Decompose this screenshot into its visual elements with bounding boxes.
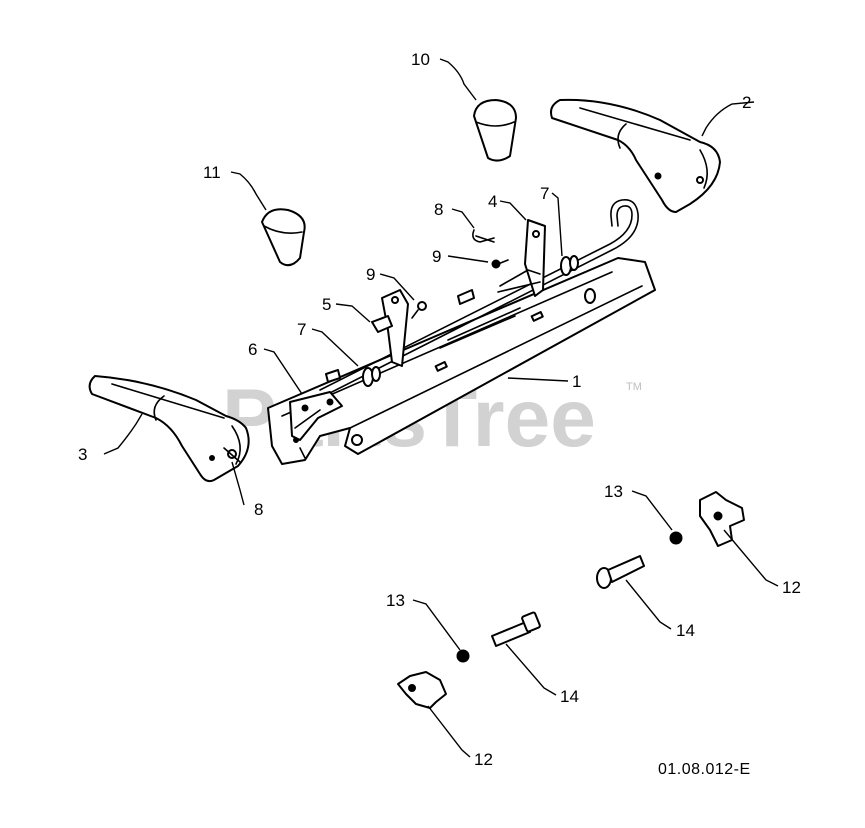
knob-11-part[interactable]: [261, 208, 306, 267]
star-knob-lower-part[interactable]: [397, 671, 447, 709]
left-lever-plate-part[interactable]: [381, 289, 409, 367]
bracket-tabs: [325, 289, 475, 383]
callout-12-upper: 12: [782, 578, 801, 597]
callout-labels: 10 2 11 8 4 7 9 9 5 7 6 1 3 8 13 12 13 1…: [78, 50, 801, 769]
right-handle-part[interactable]: [550, 98, 721, 213]
callout-14-upper: 14: [676, 621, 695, 640]
callout-5: 5: [322, 295, 331, 314]
trademark-text: TM: [626, 381, 642, 393]
callout-14-lower: 14: [560, 687, 579, 706]
knob-10-part[interactable]: [473, 99, 517, 162]
callout-4: 4: [488, 192, 497, 211]
bolt-lower-part[interactable]: [411, 301, 427, 319]
control-shaft-part[interactable]: [319, 198, 639, 399]
callout-13-upper: 13: [604, 482, 623, 501]
callout-12-lower: 12: [474, 750, 493, 769]
figure-code: 01.08.012-E: [658, 761, 751, 778]
callout-11: 11: [203, 163, 221, 182]
nut-upper-part[interactable]: [669, 531, 683, 545]
callout-13-lower: 13: [386, 591, 405, 610]
callout-8-upper: 8: [434, 200, 443, 219]
callout-6: 6: [248, 340, 257, 359]
carriage-bolt-lower-part[interactable]: [491, 611, 541, 647]
callout-9-lower: 9: [366, 265, 375, 284]
callout-2: 2: [742, 93, 751, 112]
left-handle-part[interactable]: [88, 375, 250, 483]
callout-3: 3: [78, 445, 87, 464]
bolt-upper-part[interactable]: [491, 259, 509, 269]
callout-8-lower: 8: [254, 500, 263, 519]
nut-lower-part[interactable]: [456, 649, 470, 663]
cotter-pin-upper-part[interactable]: [472, 229, 495, 243]
star-knob-upper-part[interactable]: [699, 491, 745, 547]
callout-9-upper: 9: [432, 247, 441, 266]
carriage-bolt-upper-part[interactable]: [596, 555, 645, 589]
leader-lines: [103, 58, 779, 758]
callout-1: 1: [572, 372, 581, 391]
right-lever-plate-part[interactable]: [497, 219, 546, 297]
pivot-bracket-part[interactable]: [289, 391, 343, 441]
callout-7-upper: 7: [540, 184, 549, 203]
washer-left-part[interactable]: [362, 366, 381, 387]
washer-right-part[interactable]: [560, 255, 579, 276]
callout-10: 10: [411, 50, 430, 69]
callout-7-lower: 7: [297, 320, 306, 339]
clip-part[interactable]: [371, 315, 393, 333]
